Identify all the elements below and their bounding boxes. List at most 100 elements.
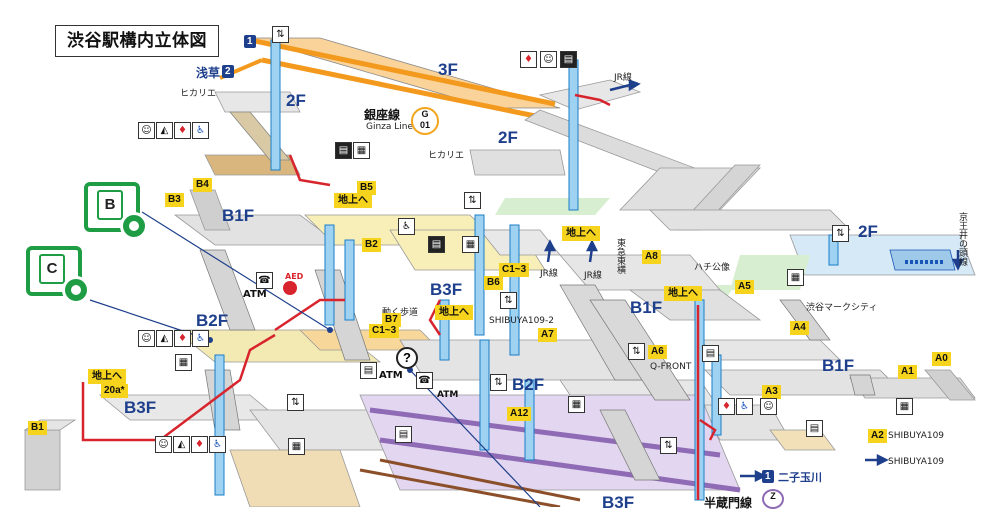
hanzomon-line-label: 半蔵門線 (704, 496, 753, 510)
coin-locker-icon: ▦ (175, 354, 192, 371)
to-ground-sign-20a: 地上へ (88, 369, 126, 384)
exit-a0: A0 (932, 352, 951, 366)
floor-3f: 3F (438, 60, 458, 79)
map-title: 渋谷駅構内立体図 (55, 25, 219, 57)
exit-a6: A6 (648, 345, 667, 359)
elevator-icon: ⇅ (500, 292, 517, 309)
qfront-label: Q-FRONT (650, 362, 692, 372)
coin-locker-b[interactable]: B (84, 182, 148, 240)
exit-20a: 20a* (101, 384, 128, 398)
ginza-line-label: 銀座線 (364, 108, 401, 122)
jr-line-top: JR線 (614, 73, 632, 83)
keio-line-label: 京王井の頭線 (957, 212, 967, 266)
toilet-icon: ♦ (174, 122, 191, 139)
toilet-icon: ♦ (174, 330, 191, 347)
ticket-machine-icon: ▤ (806, 420, 823, 437)
exit-b7: B7 (382, 313, 401, 327)
nursery-icon: ☺ (138, 122, 155, 139)
to-ground-sign-b5: 地上へ (334, 193, 372, 208)
hikarie-label-mid: ヒカリエ (428, 151, 465, 161)
floor-b1f-left: B1F (222, 206, 255, 225)
phone-icon: ☎ (416, 372, 433, 389)
floor-2f-right: 2F (858, 222, 878, 241)
atm-label-1: ATM (243, 289, 267, 300)
accessible-icon: ♿ (736, 398, 753, 415)
futako-label: 二子玉川 (778, 471, 822, 484)
shibuya109-label-b: SHIBUYA109 (888, 457, 945, 467)
ginza-line-en: Ginza Line (366, 122, 414, 132)
elevator-icon: ⇅ (660, 437, 677, 454)
ginza-platform-number: 1 (244, 35, 256, 48)
toilet-icon: ♦ (191, 436, 208, 453)
accessible-icon: ♿ (209, 436, 226, 453)
exit-a1: A1 (898, 365, 917, 379)
aed-label: AED (285, 272, 304, 281)
coin-locker-icon: ▦ (288, 438, 305, 455)
toilet-icon: ♦ (520, 51, 537, 68)
toyoko-label: 東急東横 (615, 238, 625, 274)
ginza-code-letter: G (421, 109, 429, 119)
hachiko-label: ハチ公像 (694, 263, 731, 273)
elevator-icon: ⇅ (490, 374, 507, 391)
ginza-station-code: G 01 (411, 107, 439, 135)
exit-a2: A2 (868, 429, 887, 443)
floor-b2f-left: B2F (196, 311, 229, 330)
floor-2f-mid: 2F (498, 128, 518, 147)
escalator-icon: ◭ (173, 436, 190, 453)
coin-locker-c[interactable]: C (26, 246, 90, 304)
floor-b1f-mid: B1F (630, 298, 663, 317)
ticket-machine-icon: ▤ (560, 51, 577, 68)
shibuya109-label-a: SHIBUYA109 (888, 431, 945, 441)
nursery-icon: ☺ (540, 51, 557, 68)
ticket-machine-icon: ▤ (428, 236, 445, 253)
jr-arrows (543, 79, 965, 483)
exit-b2: B2 (362, 238, 381, 252)
exit-b6: B6 (484, 276, 503, 290)
ticket-machine-icon: ▤ (360, 362, 377, 379)
floor-2f-left: 2F (286, 91, 306, 110)
asakusa-number: 2 (222, 65, 234, 78)
elevator-icon: ⇅ (464, 192, 481, 209)
help-icon[interactable]: ? (396, 347, 418, 369)
coin-locker-icon: ▦ (896, 398, 913, 415)
ticket-machine-icon: ▤ (335, 142, 352, 159)
floor-b3f-bottom: B3F (602, 493, 635, 512)
floor-b3f-left: B3F (124, 398, 157, 417)
exit-a4: A4 (790, 321, 809, 335)
ginza-track-lower (261, 57, 546, 121)
hanzomon-platform (359, 394, 741, 491)
coin-locker-icon: ▦ (568, 396, 585, 413)
exit-a12: A12 (507, 407, 532, 421)
coin-locker-icon: ▦ (462, 236, 479, 253)
nursery-icon: ☺ (155, 436, 172, 453)
exit-a7: A7 (538, 328, 557, 342)
accessible-icon: ♿ (192, 330, 209, 347)
hanzomon-code-letter: Z (770, 491, 776, 501)
accessible-icon: ♿ (398, 218, 415, 235)
exit-b3: B3 (165, 193, 184, 207)
coin-locker-b-letter: B (97, 190, 123, 220)
exit-a3: A3 (762, 385, 781, 399)
jr-line-a: JR線 (540, 269, 558, 279)
elevator-icon: ⇅ (272, 26, 289, 43)
to-ground-sign-a5: 地上へ (664, 286, 702, 301)
exit-b1: B1 (28, 421, 47, 435)
exit-c1-3-b: C1~3 (499, 263, 530, 277)
nursery-icon: ☺ (138, 330, 155, 347)
key-icon (120, 212, 148, 240)
floor-b1f-right: B1F (822, 356, 855, 375)
escalator-icon: ◭ (156, 122, 173, 139)
atm-label-3: ATM (437, 390, 459, 400)
accessible-icon: ♿ (192, 122, 209, 139)
to-ground-sign-b6: 地上へ (435, 305, 473, 320)
futako-number: 1 (762, 470, 774, 483)
coin-locker-icon: ▦ (787, 269, 804, 286)
jr-line-b: JR線 (584, 271, 602, 281)
elevator-icon: ⇅ (287, 394, 304, 411)
locker-b-pointer (141, 211, 331, 331)
exit-b5: B5 (357, 181, 376, 195)
phone-icon: ☎ (256, 272, 273, 289)
exit-routes (81, 93, 717, 500)
hanzomon-code: Z (762, 489, 784, 509)
